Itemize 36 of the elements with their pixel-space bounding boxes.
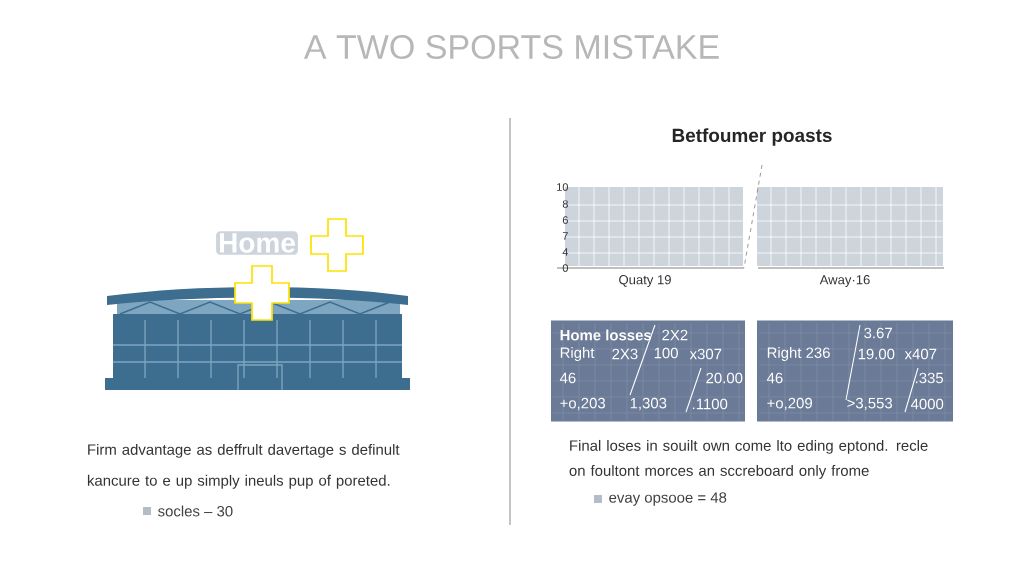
cell-text: 20.00 <box>706 372 743 384</box>
cell-text: Home losses <box>560 329 652 341</box>
tick-label: 0 <box>562 264 568 272</box>
cell-text: 1,303 <box>630 397 667 411</box>
axis-label: Quaty 19 <box>619 275 671 287</box>
cell-text: 3.67 <box>864 327 892 339</box>
cell-text: >3,553 <box>847 397 893 411</box>
cell-text: 19.00 <box>858 348 895 360</box>
legend-text: socles – 30 <box>158 505 233 517</box>
score-table <box>757 320 953 422</box>
tick-label: 4 <box>562 248 569 256</box>
tick-label: 7 <box>562 232 568 240</box>
legend-text: evay opsooe = 48 <box>609 492 727 506</box>
tick-label: 10 <box>557 183 568 191</box>
cell-text: 100 <box>654 347 678 359</box>
score-table <box>551 320 745 422</box>
cell-text: x407 <box>904 348 937 360</box>
axis-label: Away·16 <box>819 275 870 287</box>
cell-text: 46 <box>766 372 783 384</box>
cell-text: 46 <box>559 372 576 384</box>
paragraph: Firm advantage as deffrult davertage s definult kancure to e up simply ineuls pup of poreted. <box>87 443 400 489</box>
title: A TWO SPORTS MISTAKE <box>303 34 719 60</box>
cell-text: +o,209 <box>767 397 812 411</box>
cell-text: Right <box>560 347 595 361</box>
cell-text: +o,203 <box>560 397 606 411</box>
cell-text: x307 <box>689 348 722 360</box>
cell-text: 2X2 <box>662 329 688 341</box>
cell-text: 2X3 <box>612 348 638 360</box>
cell-text: .335 <box>915 372 944 384</box>
tick-label: 6 <box>562 216 568 224</box>
cell-text: .1100 <box>692 398 728 410</box>
chart-title: Betfoumer poasts <box>672 128 832 146</box>
cell-text: 4000 <box>910 398 944 410</box>
tick-label: 8 <box>562 200 568 208</box>
cell-text: Right 236 <box>767 347 830 361</box>
paragraph: Final loses in souilt own come lto eding eptond. recle on foultont morces an sccreboard only frome <box>569 439 928 479</box>
